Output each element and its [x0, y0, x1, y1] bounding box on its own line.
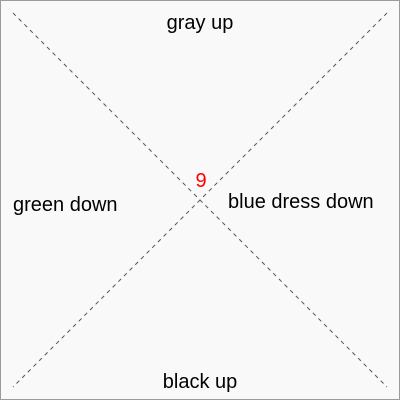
top-option-label[interactable]: gray up	[166, 12, 234, 34]
diagonal-line-top-right-bottom-left	[12, 12, 388, 388]
center-count: 9	[195, 170, 207, 192]
right-option-label[interactable]: blue dress down	[228, 191, 374, 213]
bottom-option-label[interactable]: black up	[162, 371, 238, 393]
left-option-label[interactable]: green down	[13, 194, 118, 216]
